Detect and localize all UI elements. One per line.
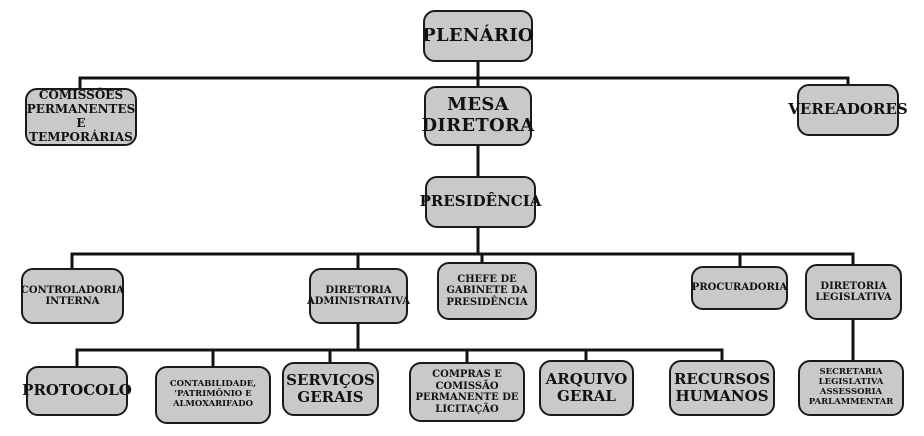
contabilidade-box: CONTABILIDADE, 'PATRIMÔNIO E ALMOXARIFAD… [155, 366, 271, 424]
controladoria-box: CONTROLADORIA INTERNA [21, 268, 124, 324]
diretoria-legislativa-box: DIRETORIA LEGISLATIVA [805, 264, 902, 320]
vereadores-box: VEREADORES [788, 84, 908, 136]
chefe-gabinete-box: CHEFE DE GABINETE DA PRESIDÊNCIA [437, 262, 537, 320]
servicos-gerais-box: SERVIÇOS GERAIS [282, 362, 379, 416]
diretoria-administrativa-box: DIRETORIA ADMINISTRATIVA [307, 268, 410, 324]
procuradoria-box: PROCURADORIA [691, 266, 788, 310]
presidencia-box: PRESIDÊNCIA [420, 176, 541, 228]
arquivo-geral-box: ARQUIVO GERAL [539, 360, 634, 416]
protocolo-box: PROTOCOLO [22, 366, 132, 416]
plenario-box: PLENÁRIO [422, 10, 534, 62]
compras-box: COMPRAS E COMISSÃO PERMANENTE DE LICITAÇ… [409, 362, 525, 422]
comissoes-box: COMISSÕES PERMANENTES E TEMPORÁRIAS [25, 88, 137, 146]
secretaria-legislativa-box: SECRETARIA LEGISLATIVA ASSESSORIA PARLAM… [798, 360, 904, 416]
recursos-humanos-box: RECURSOS HUMANOS [669, 360, 775, 416]
mesa-diretora-box: MESA DIRETORA [421, 86, 534, 146]
